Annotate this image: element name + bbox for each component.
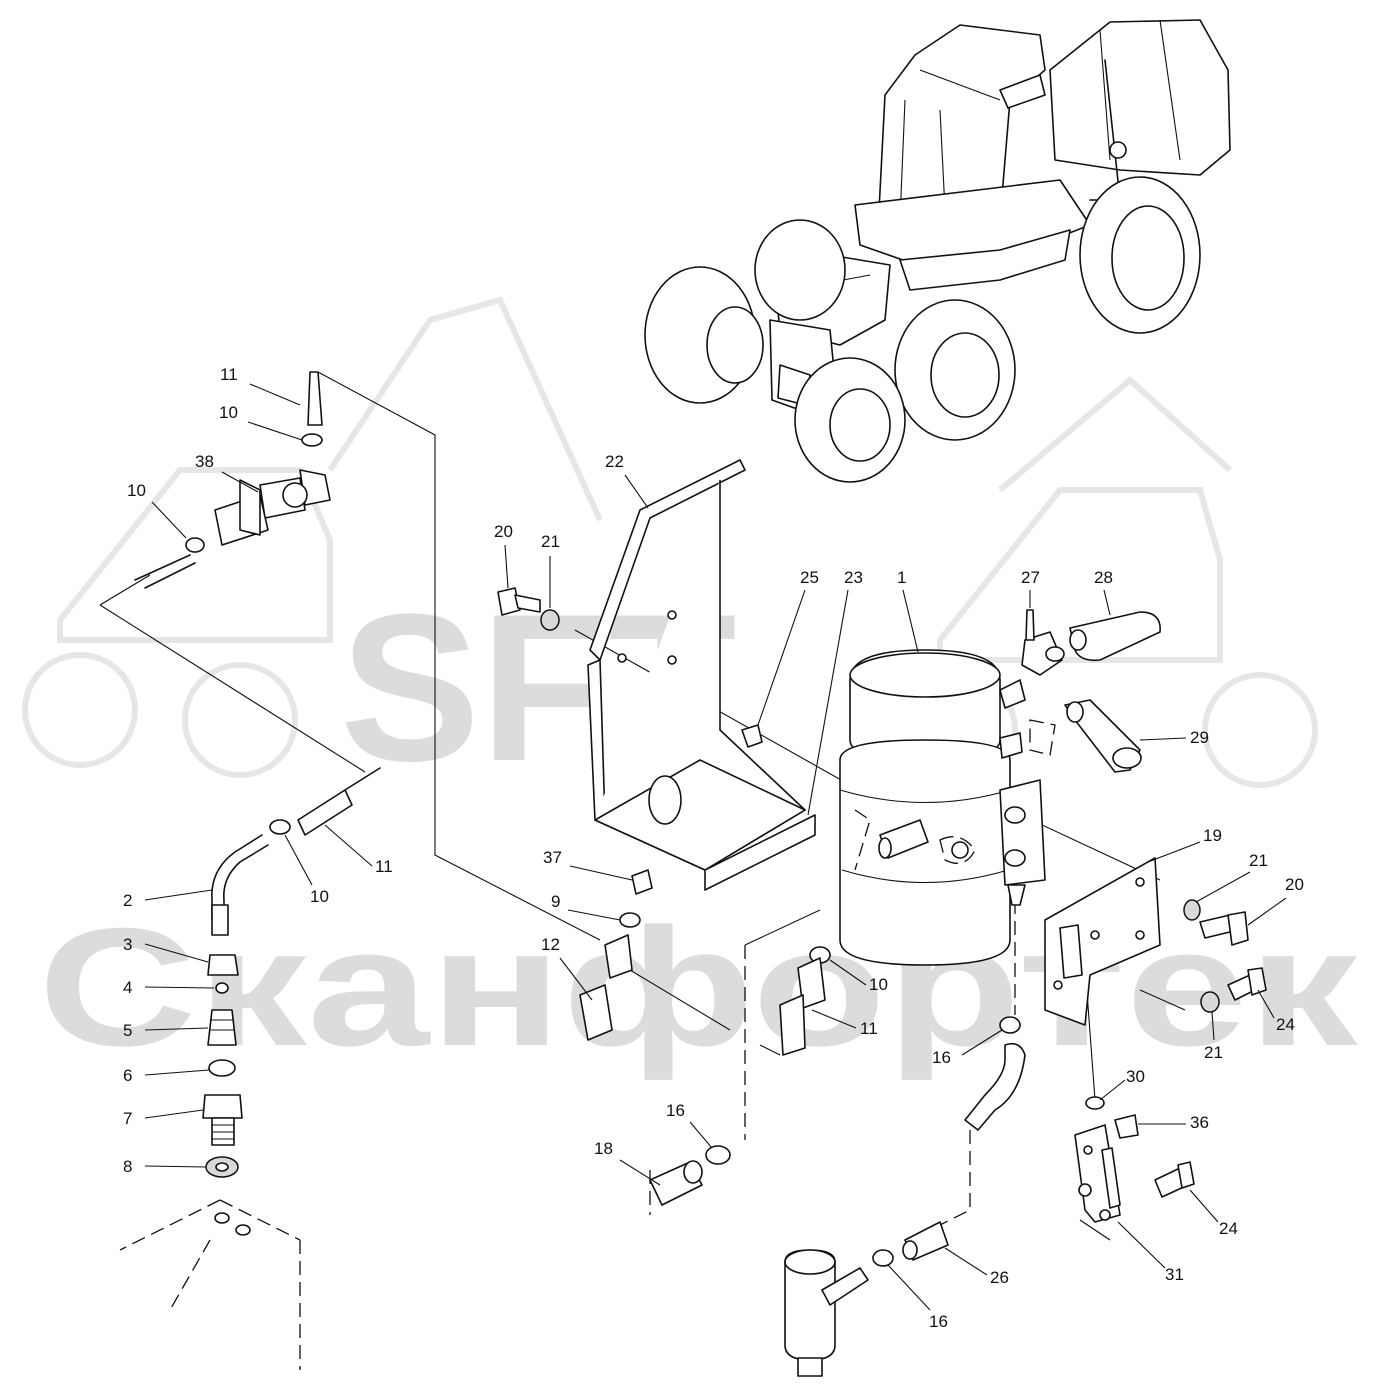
heater-bracket — [587, 459, 816, 891]
callout-10-left: 10 — [127, 481, 146, 500]
callout-23: 23 — [844, 568, 863, 587]
callout-16-bottom: 16 — [929, 1312, 948, 1331]
callout-labels: 11 10 38 10 22 20 21 25 23 1 27 28 29 11… — [123, 365, 1304, 1331]
callout-29: 29 — [1190, 728, 1209, 747]
callout-20-left: 20 — [494, 522, 513, 541]
callout-2: 2 — [123, 891, 132, 910]
callout-19: 19 — [1203, 826, 1222, 845]
callout-36: 36 — [1190, 1113, 1209, 1132]
callout-21-lower: 21 — [1204, 1043, 1223, 1062]
callout-18: 18 — [594, 1139, 613, 1158]
callout-7: 7 — [123, 1109, 132, 1128]
callout-4: 4 — [123, 978, 132, 997]
callout-16-center: 16 — [932, 1048, 951, 1067]
callout-22: 22 — [605, 452, 624, 471]
center-fuel-parts — [579, 869, 1026, 1377]
callout-16-left: 16 — [666, 1101, 685, 1120]
callout-21-right: 21 — [1249, 851, 1268, 870]
callout-3: 3 — [123, 935, 132, 954]
watermark: SFT Сканфортек — [22, 296, 1359, 1081]
lower-bracket — [1074, 1096, 1195, 1223]
callout-30: 30 — [1126, 1067, 1145, 1086]
callout-26: 26 — [990, 1268, 1009, 1287]
callout-11-mid: 11 — [375, 857, 393, 876]
callout-24-right: 24 — [1276, 1015, 1295, 1034]
fasteners-upper — [497, 587, 763, 748]
callout-6: 6 — [123, 1066, 132, 1085]
callout-27: 27 — [1021, 568, 1040, 587]
callout-12: 12 — [541, 935, 560, 954]
callout-11-top: 11 — [220, 365, 238, 384]
callout-20-right: 20 — [1285, 875, 1304, 894]
callout-5: 5 — [123, 1021, 132, 1040]
callout-21-left: 21 — [541, 532, 560, 551]
callout-25: 25 — [800, 568, 819, 587]
callout-10-mid: 10 — [310, 887, 329, 906]
callout-1: 1 — [897, 568, 906, 587]
callout-10-top: 10 — [219, 403, 238, 422]
left-fuel-line — [134, 371, 381, 1236]
callout-24-lower: 24 — [1219, 1219, 1238, 1238]
watermark-machine-left-icon — [22, 296, 603, 778]
callout-10-center: 10 — [869, 975, 888, 994]
watermark-company: Сканфортек — [38, 893, 1359, 1081]
callout-11-center: 11 — [860, 1019, 878, 1038]
callout-9: 9 — [551, 892, 560, 911]
mounting-plate — [1044, 857, 1267, 1026]
callout-38: 38 — [195, 452, 214, 471]
callout-37: 37 — [543, 848, 562, 867]
callout-28: 28 — [1094, 568, 1113, 587]
callout-31: 31 — [1165, 1265, 1184, 1284]
callout-8: 8 — [123, 1157, 132, 1176]
heater-unit — [839, 649, 1046, 966]
hoses-upper-right — [1021, 609, 1161, 773]
forwarder-machine-icon — [644, 19, 1231, 483]
